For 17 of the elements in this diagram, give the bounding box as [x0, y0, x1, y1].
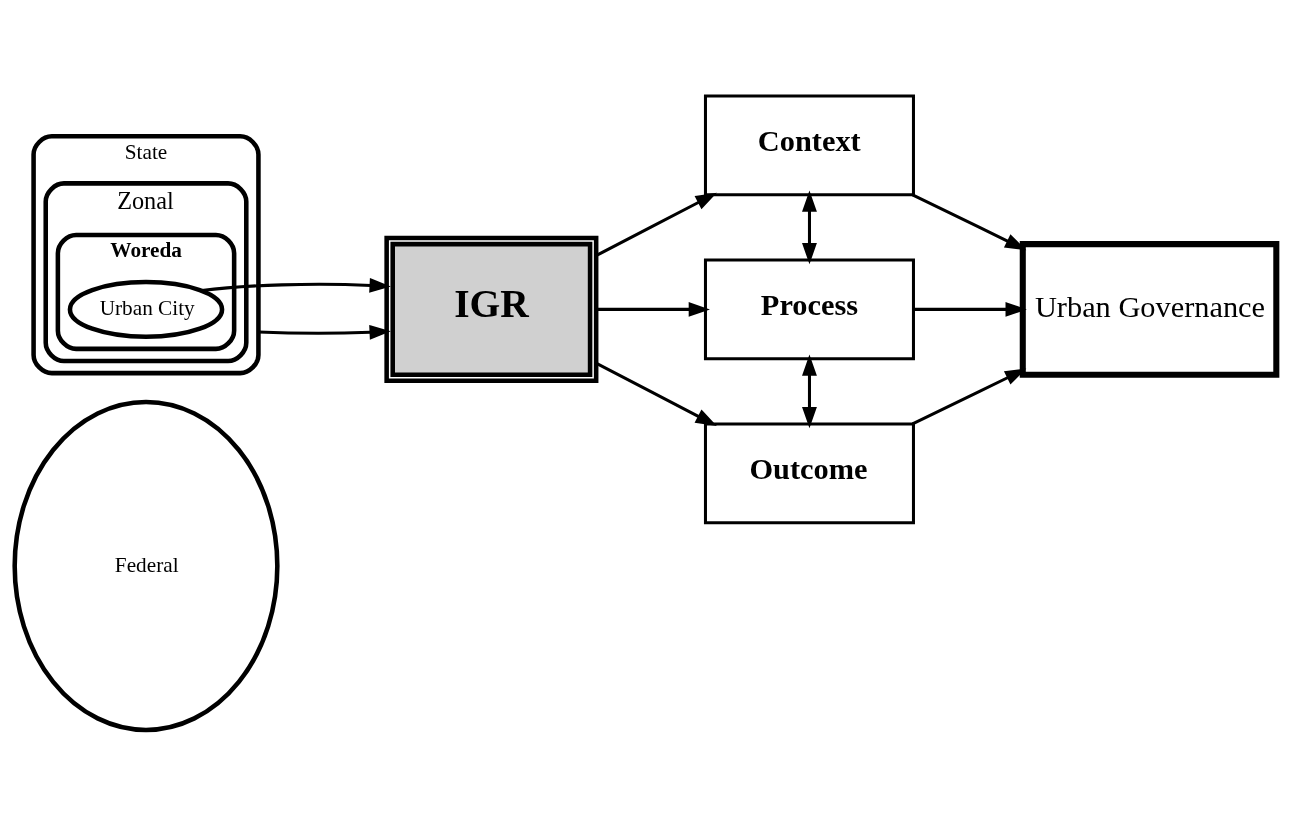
arrow [201, 277, 391, 293]
arrow [802, 353, 817, 428]
arrow [596, 301, 710, 317]
arrow [258, 324, 391, 340]
node-ellipse: Urban City [67, 279, 225, 339]
node-ellipse: Federal [12, 399, 280, 732]
arrow [595, 192, 717, 257]
arrow [802, 189, 817, 264]
arrow [595, 361, 717, 426]
node-box: Outcome [703, 422, 915, 524]
arrow [913, 301, 1027, 317]
node-box: IGR [384, 235, 599, 383]
node-box: Process [703, 258, 915, 360]
arrow [911, 192, 1027, 250]
node-box: Context [703, 94, 915, 196]
arrow [911, 368, 1027, 425]
node-box: Urban Governance [1019, 240, 1280, 378]
